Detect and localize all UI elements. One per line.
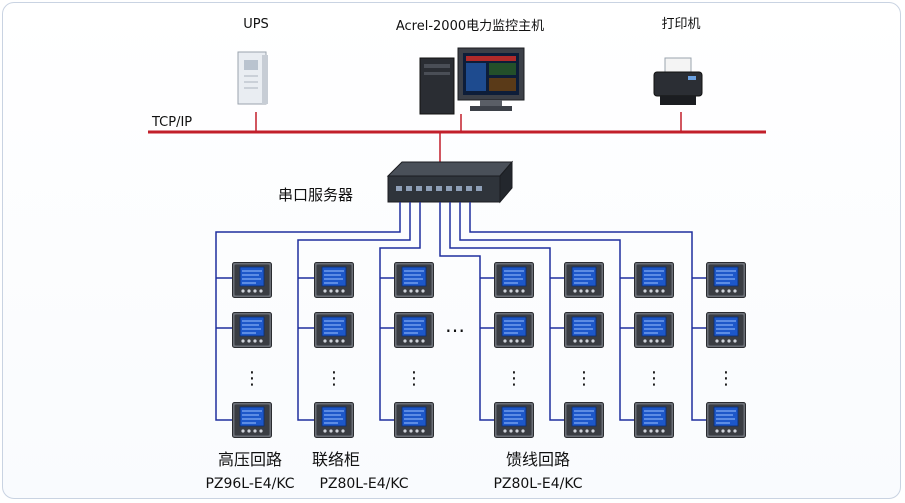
meter-column-2: ⋮ [314,262,354,438]
ellipsis-vertical: ⋮ [243,368,261,389]
power-meter [634,402,674,438]
ellipsis-vertical: ⋮ [405,368,423,389]
ups-label: UPS [243,17,269,32]
power-meter [706,402,746,438]
group-model-feeder: PZ80L-E4/KC [493,476,582,492]
printer-label: 打印机 [661,17,700,32]
meter-column-7: ⋮ [706,262,746,438]
power-meter [494,312,534,348]
ellipsis-horizontal: … [445,313,465,337]
power-meter [634,312,674,348]
group-model-high-voltage: PZ96L-E4/KC [205,476,294,492]
ellipsis-vertical: ⋮ [717,368,735,389]
ellipsis-vertical: ⋮ [325,368,343,389]
power-meter [314,312,354,348]
power-meter [232,402,272,438]
group-name-high-voltage: 高压回路 [218,450,282,469]
group-name-tie-cabinet: 联络柜 [312,450,360,469]
serial-server-label: 串口服务器 [278,186,353,204]
power-meter [394,312,434,348]
tcp-ip-bus [148,112,766,165]
power-meter [314,402,354,438]
meter-column-3: ⋮ [394,262,434,438]
power-meter [564,262,604,298]
power-meter [394,402,434,438]
group-name-feeder: 馈线回路 [506,450,570,469]
power-meter [394,262,434,298]
group-model-tie-cabinet: PZ80L-E4/KC [319,476,408,492]
meter-column-4: ⋮ [494,262,534,438]
host-label: Acrel-2000电力监控主机 [396,19,544,34]
network-label: TCP/IP [151,115,192,130]
rs485-wiring [215,202,706,421]
power-meter [232,262,272,298]
power-meter [314,262,354,298]
meter-column-6: ⋮ [634,262,674,438]
ellipsis-vertical: ⋮ [645,368,663,389]
meter-column-5: ⋮ [564,262,604,438]
monitoring-host-icon [419,47,525,115]
ups-icon [237,51,268,105]
power-meter [706,262,746,298]
ellipsis-vertical: ⋮ [505,368,523,389]
power-meter [564,402,604,438]
serial-server-icon [386,160,514,204]
meter-column-1: ⋮ [232,262,272,438]
power-meter [232,312,272,348]
power-meter [706,312,746,348]
ellipsis-vertical: ⋮ [575,368,593,389]
printer-icon [653,57,703,105]
power-meter [564,312,604,348]
power-meter [634,262,674,298]
power-meter [494,402,534,438]
power-meter [494,262,534,298]
